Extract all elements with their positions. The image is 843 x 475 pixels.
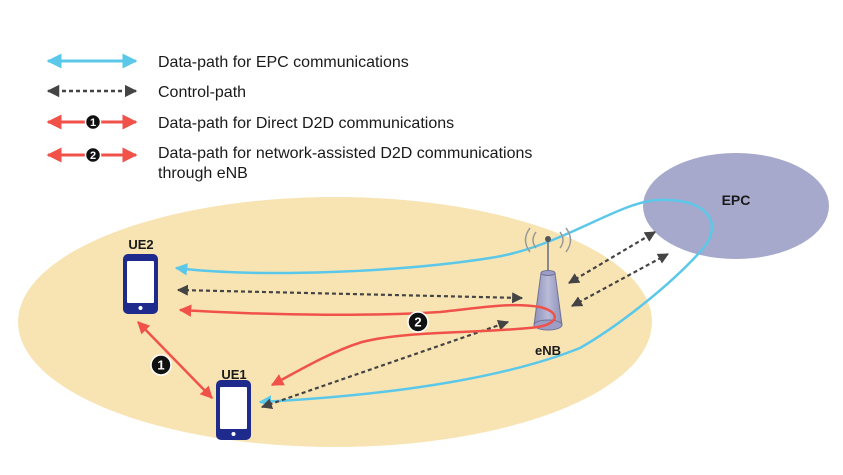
direct-d2d-path [137, 321, 213, 399]
cell-tower-icon [524, 227, 572, 331]
legend-control-path: Control-path [46, 84, 246, 101]
ue2-label: UE2 [128, 237, 153, 252]
badge-assisted-text: 2 [414, 315, 421, 330]
legend-assisted-text-line2: through eNB [158, 165, 248, 182]
legend: Data-path for EPC communications Control… [46, 53, 532, 182]
legend-control-text: Control-path [158, 84, 246, 101]
enb-label: eNB [535, 343, 561, 358]
epc-label: EPC [722, 192, 751, 208]
legend-badge-2-text: 2 [90, 150, 96, 162]
badge-direct: 1 [150, 354, 172, 376]
epc-ellipse [643, 153, 829, 259]
control-path-ue1-enb [260, 320, 510, 409]
legend-epc-path: Data-path for EPC communications [46, 53, 409, 71]
smartphone-icon [123, 254, 158, 314]
legend-badge-2 [84, 146, 102, 164]
badge-direct-text: 1 [157, 358, 164, 373]
legend-assisted-d2d: 2 Data-path for network-assisted D2D com… [46, 145, 532, 182]
legend-assisted-text-line1: Data-path for network-assisted D2D commu… [158, 145, 532, 162]
legend-direct-d2d: 1 Data-path for Direct D2D communication… [46, 113, 454, 132]
legend-epc-text: Data-path for EPC communications [158, 54, 409, 71]
assisted-d2d-path [178, 303, 556, 387]
badge-assisted: 2 [407, 311, 429, 333]
legend-badge-1-text: 1 [90, 117, 96, 129]
smartphone-icon [216, 380, 251, 440]
control-path-ue2-enb [176, 284, 524, 304]
legend-badge-1 [84, 113, 102, 131]
epc-cloud: EPC [643, 153, 829, 259]
legend-direct-text: Data-path for Direct D2D communications [158, 115, 454, 132]
ue1-label: UE1 [221, 367, 246, 382]
